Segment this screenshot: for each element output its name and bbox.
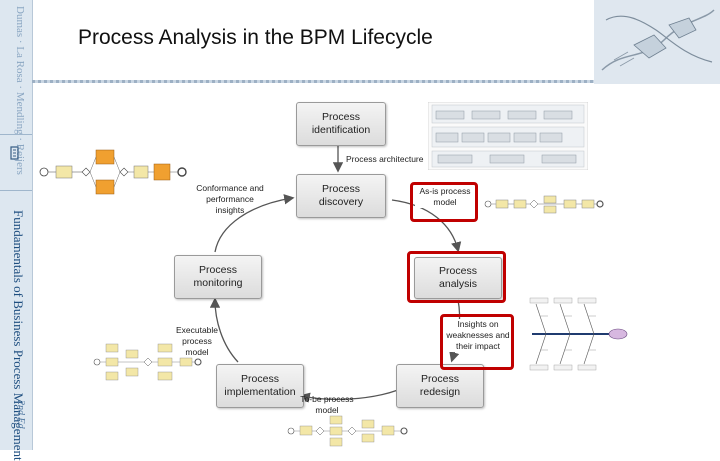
slide-title: Process Analysis in the BPM Lifecycle <box>78 26 433 49</box>
title-divider <box>32 80 720 83</box>
publisher-logo-icon <box>10 146 19 160</box>
sidebar-divider <box>0 134 32 135</box>
phase-discovery: Process discovery <box>296 174 386 218</box>
process-architecture-thumbnail <box>428 102 588 170</box>
as-is-highlight-frame <box>410 182 478 222</box>
book-sidebar: Dumas · La Rosa · Mendling · Reijers Fun… <box>0 0 33 461</box>
cycle-arc-discovery-to-analysis <box>391 199 462 253</box>
label-executable-model: Executable process model <box>175 325 219 357</box>
as-is-model-thumbnail <box>484 195 604 214</box>
conformance-model-thumbnail <box>36 146 188 198</box>
insights-highlight-frame <box>440 314 514 370</box>
cycle-arc-implementation-to-monitoring <box>209 297 239 363</box>
phase-implementation: Process implementation <box>216 364 304 408</box>
label-conformance-insights: Conformance and performance insights <box>196 183 264 215</box>
phase-monitoring: Process monitoring <box>174 255 262 299</box>
fishbone-diagram-thumbnail <box>529 297 628 371</box>
phase-analysis: Process analysis <box>414 257 502 299</box>
analysis-highlight-frame <box>407 251 506 303</box>
label-as-is-model: As-is process model <box>415 186 475 208</box>
label-to-be-model: To-be process model <box>300 394 354 415</box>
label-insights: Insights on weaknesses and their impact <box>446 319 510 352</box>
label-process-architecture: Process architecture <box>346 154 424 164</box>
sidebar-divider <box>0 190 32 191</box>
phase-redesign: Process redesign <box>396 364 484 408</box>
executable-model-thumbnail <box>93 343 202 381</box>
phase-identification: Process identification <box>296 102 386 146</box>
drawing-hands-sketch <box>594 0 720 84</box>
to-be-model-thumbnail <box>287 415 408 447</box>
cycle-arc-monitoring-to-discovery <box>214 194 295 253</box>
cycle-arc-redesign-to-implementation <box>299 389 399 403</box>
